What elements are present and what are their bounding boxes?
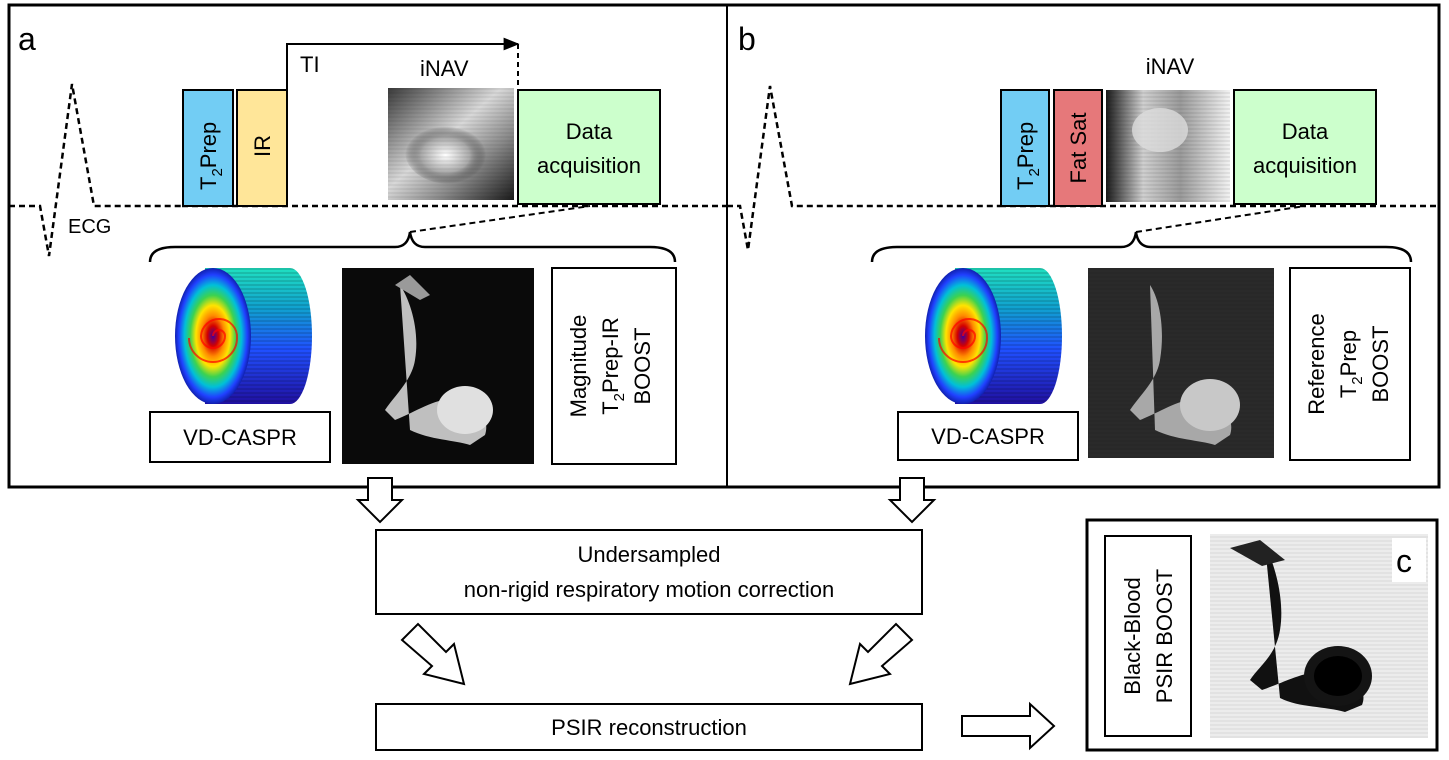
reference-line2: T2Prep [1336,330,1366,398]
down-arrow-right [887,477,937,524]
vdcaspr-label-b: VD-CASPR [931,424,1045,449]
t2prep-label-b: T2Prep [1013,122,1043,190]
ecg-trace-a [9,83,182,257]
ir-label: IR [250,135,275,157]
ir-block [236,89,288,207]
t2prep-block-b [1000,89,1050,207]
motion-correction-line1: Undersampled [577,542,720,567]
magnitude-line2: T2Prep-IR [598,317,628,415]
panel-a: a ECG TI iNAV T2Prep IR Data acquisition [9,21,727,465]
inav-image-b [1106,90,1230,202]
panel-b-letter: b [738,21,756,57]
diagonal-arrow-right [848,622,914,686]
data-acq-line2-a: acquisition [537,153,641,178]
psir-reconstruction-box [375,703,923,751]
black-blood-line1: Black-Blood [1120,577,1145,694]
trajectory-cylinder-b [925,268,1062,404]
diagonal-arrow-left [400,622,466,686]
mr-image-b [1088,268,1274,458]
inav-label-b: iNAV [1146,54,1195,79]
magnitude-label-box [551,267,677,465]
mr-image-a [342,268,534,464]
data-acquisition-block-a [517,89,661,205]
zoom-line-b [1135,205,1306,233]
data-acq-line1-b: Data [1282,119,1329,144]
psir-image [1210,534,1428,738]
psir-reconstruction-label: PSIR reconstruction [551,715,747,740]
data-acquisition-block-b [1233,89,1377,205]
ecg-trace-b [727,85,1000,251]
trajectory-cylinder-a [175,268,312,404]
motion-correction-line2: non-rigid respiratory motion correction [464,577,835,602]
panel-c-letter-bg [1392,538,1426,582]
black-blood-label-box [1104,535,1192,737]
panel-b: b iNAV T2Prep Fat Sat Data acquisition [727,21,1439,461]
reference-line1: Reference [1304,313,1329,415]
panel-c-letter: c [1396,543,1412,579]
fatsat-label: Fat Sat [1066,113,1091,184]
panel-c: Black-Blood PSIR BOOST c [1085,518,1439,752]
ecg-label: ECG [68,216,111,238]
reference-label-box [1289,267,1411,461]
zoom-line-a [409,205,591,233]
t2prep-label-a: T2Prep [196,122,226,190]
t2prep-block-a [182,89,234,207]
reference-line3: BOOST [1368,325,1393,402]
brace-b [870,231,1413,263]
magnitude-line3: BOOST [630,327,655,404]
inav-image-a [388,88,514,200]
down-arrow-left [355,477,405,524]
panel-a-letter: a [18,21,36,57]
brace-a [148,231,677,263]
data-acq-line1-a: Data [566,119,613,144]
motion-correction-box [375,529,923,615]
magnitude-line1: Magnitude [566,315,591,418]
data-acq-line2-b: acquisition [1253,153,1357,178]
ti-arrow [286,37,520,90]
vdcaspr-box-a [149,411,331,463]
black-blood-line2: PSIR BOOST [1152,569,1177,703]
vdcaspr-label-a: VD-CASPR [183,425,297,450]
right-arrow-to-c [961,701,1056,751]
panels-ab-frame [7,3,1441,489]
vdcaspr-box-b [897,411,1079,461]
fatsat-block [1053,89,1103,207]
ti-label: TI [300,52,320,77]
inav-label-a: iNAV [420,56,469,81]
